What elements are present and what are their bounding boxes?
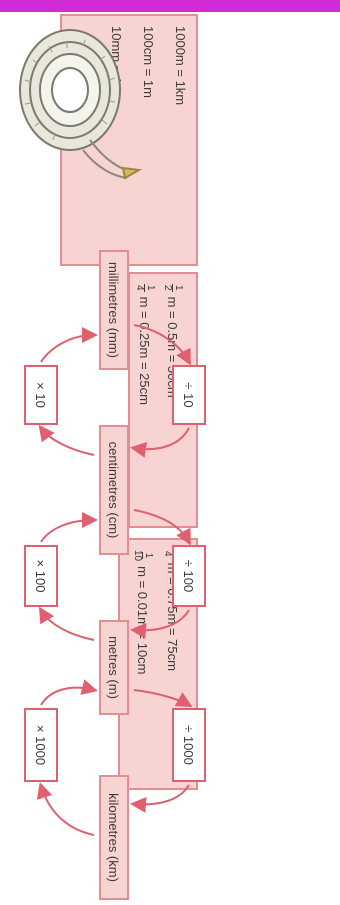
arrow-cm-to-mul10 [38,424,95,456]
unit-centimetres: centimetres (cm) [99,425,129,555]
top-accent-rule [0,0,340,12]
divide-by-1000-box: ÷ 1000 [172,708,206,782]
unit-metres: metres (m) [99,620,129,715]
divide-by-100-box: ÷ 100 [172,545,206,607]
unit-millimetres: millimetres (mm) [99,250,129,370]
unit-kilometres: kilometres (km) [99,775,129,900]
multiply-by-10-box: × 10 [24,365,58,425]
arrow-mul100-to-cm [40,512,98,543]
arrow-km-to-mul1000 [36,782,95,836]
arrow-m-to-mul100 [38,606,95,641]
multiply-by-100-box: × 100 [24,545,58,607]
fact-km: 1000m = 1km [173,26,188,106]
arrow-mul10-to-mm [40,327,98,363]
divide-by-10-box: ÷ 10 [172,365,206,425]
multiply-by-1000-box: × 1000 [24,708,58,782]
measuring-tape-icon [19,29,143,180]
arrow-mul1000-to-m [40,679,98,706]
